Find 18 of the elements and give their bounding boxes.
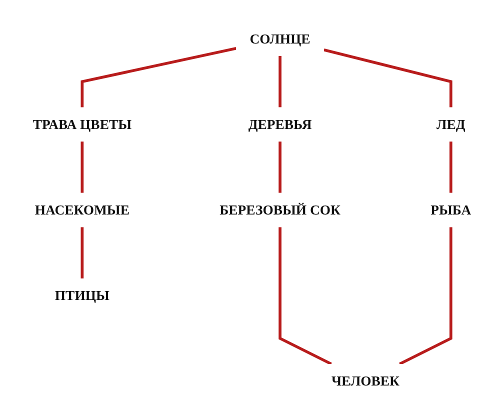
connector — [80, 227, 84, 278]
node-text: ДЕРЕВЬЯ — [248, 116, 312, 132]
node-text: НАСЕКОМЫЕ — [34, 202, 130, 218]
node-text: ЛЕД — [436, 116, 466, 132]
connector — [278, 227, 332, 366]
connector — [80, 46, 236, 108]
connector — [399, 227, 452, 366]
connector — [80, 142, 84, 193]
node-text: ЧЕЛОВЕК — [331, 373, 400, 390]
connector — [278, 56, 282, 108]
connector — [324, 48, 452, 108]
node-text: ПТИЦЫ — [54, 288, 110, 304]
connector — [278, 142, 282, 193]
node-text: СОЛНЦЕ — [250, 30, 310, 47]
node-text: БЕРЕЗОВЫЙ СОК — [220, 202, 340, 218]
node-text: РЫБА — [430, 202, 472, 218]
connector — [449, 142, 452, 193]
node-text: ТРАВА ЦВЕТЫ — [32, 116, 132, 132]
